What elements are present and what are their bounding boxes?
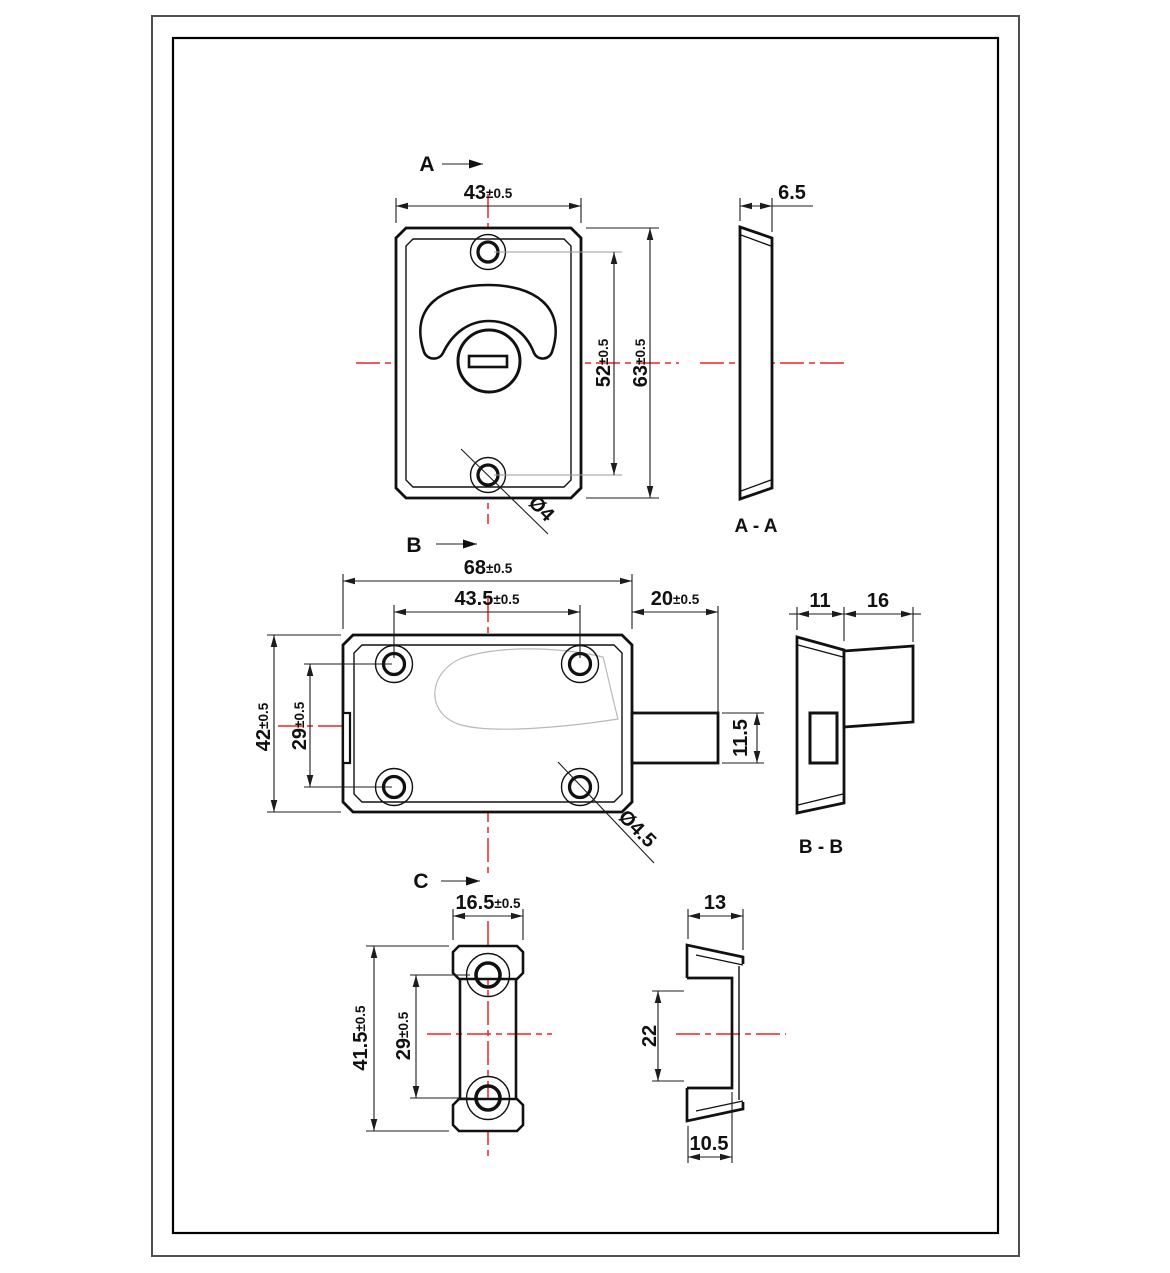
keeper-bottom-tab xyxy=(451,1097,525,1133)
dim-plate-thickness: 6.5 xyxy=(739,182,813,232)
keeper-screw-hole xyxy=(474,1084,502,1112)
body-screw-hole xyxy=(567,774,593,800)
svg-text:42±0.5: 42±0.5 xyxy=(253,702,275,751)
view-a-label: A xyxy=(419,153,434,176)
bolt-opening xyxy=(808,711,839,765)
svg-text:20±0.5: 20±0.5 xyxy=(651,588,700,610)
svg-text:11.5: 11.5 xyxy=(730,719,752,757)
dim-keeper-height: 41.5±0.5 xyxy=(350,945,449,1132)
thumbturn-knob-section xyxy=(842,644,915,729)
dim-keeper-width: 16.5±0.5 xyxy=(452,892,524,940)
view-c-label: C xyxy=(413,870,428,893)
dim-section-bb: 11 16 xyxy=(789,590,921,642)
svg-text:29±0.5: 29±0.5 xyxy=(289,701,311,750)
svg-text:22: 22 xyxy=(639,1025,661,1047)
page-border xyxy=(151,15,1020,1257)
section-keeper-profile: 13 22 10.5 xyxy=(639,892,786,1163)
keeper-section-bottom-flange xyxy=(685,1088,745,1123)
dim-body-hole-spacing-h: 43.5±0.5 xyxy=(393,588,581,658)
dim-keeper-depth: 13 xyxy=(687,892,744,950)
section-bb-label: B - B xyxy=(799,837,843,858)
dim-body-width: 68±0.5 xyxy=(342,557,633,629)
svg-text:29±0.5: 29±0.5 xyxy=(393,1011,415,1060)
svg-text:52±0.5: 52±0.5 xyxy=(593,338,615,387)
svg-text:16: 16 xyxy=(867,590,889,612)
thumbturn-slot xyxy=(467,354,509,369)
dim-plate-width: 43±0.5 xyxy=(395,182,582,223)
keeper-screw-hole xyxy=(474,961,502,989)
inner-frame xyxy=(171,36,1000,1235)
dim-plate-height: 63±0.5 xyxy=(586,227,659,499)
front-plate-inner-outline xyxy=(405,238,572,488)
svg-text:10.5: 10.5 xyxy=(690,1133,729,1155)
svg-text:68±0.5: 68±0.5 xyxy=(464,557,513,579)
svg-text:11: 11 xyxy=(809,590,830,612)
dim-keeper-gap: 22 xyxy=(639,990,684,1082)
keeper-section-top-flange xyxy=(685,943,745,978)
edge-slot xyxy=(341,711,352,765)
dim-bolt-height: 11.5 xyxy=(722,712,764,764)
svg-text:63±0.5: 63±0.5 xyxy=(630,338,652,387)
section-aa-label: A - A xyxy=(735,516,778,537)
dim-hole-spacing: 52±0.5 xyxy=(494,251,622,476)
svg-text:41.5±0.5: 41.5±0.5 xyxy=(350,1005,372,1071)
keeper-section-web xyxy=(687,976,734,1090)
indicator-window xyxy=(419,283,557,360)
plate-section-profile xyxy=(738,225,774,501)
lock-body-inner-outline xyxy=(353,644,623,803)
view-c-keeper: C 16.5±0.5 41.5±0.5 29±0.5 xyxy=(350,870,552,1161)
view-a-front-plate: A 43±0.5 52±0.5 63±0.5 xyxy=(356,153,679,535)
section-a-a: 6.5 A - A xyxy=(700,182,849,537)
svg-text:43.5±0.5: 43.5±0.5 xyxy=(454,588,520,610)
svg-text:13: 13 xyxy=(704,892,726,914)
dim-body-height: 42±0.5 xyxy=(253,634,341,813)
internal-cam-phantom xyxy=(434,648,619,730)
lock-body-outline xyxy=(341,633,634,814)
dim-keeper-hole-spacing: 29±0.5 xyxy=(393,974,470,1099)
dim-keeper-offset: 10.5 xyxy=(687,1092,733,1163)
dim-body-hole-spacing-v: 29±0.5 xyxy=(289,663,392,788)
bolt xyxy=(630,711,720,765)
keeper-body-edges xyxy=(458,979,518,1099)
svg-text:6.5: 6.5 xyxy=(778,182,806,204)
svg-text:16.5±0.5: 16.5±0.5 xyxy=(455,892,521,914)
view-b-lock-body: B 68±0.5 43.5±0.5 20±0.5 xyxy=(253,534,764,877)
svg-text:43±0.5: 43±0.5 xyxy=(464,182,513,204)
outer-frame xyxy=(151,15,1020,1257)
section-b-b: 11 16 B - B xyxy=(789,590,921,858)
dim-bolt-length: 20±0.5 xyxy=(632,588,719,712)
view-b-label: B xyxy=(406,534,421,557)
